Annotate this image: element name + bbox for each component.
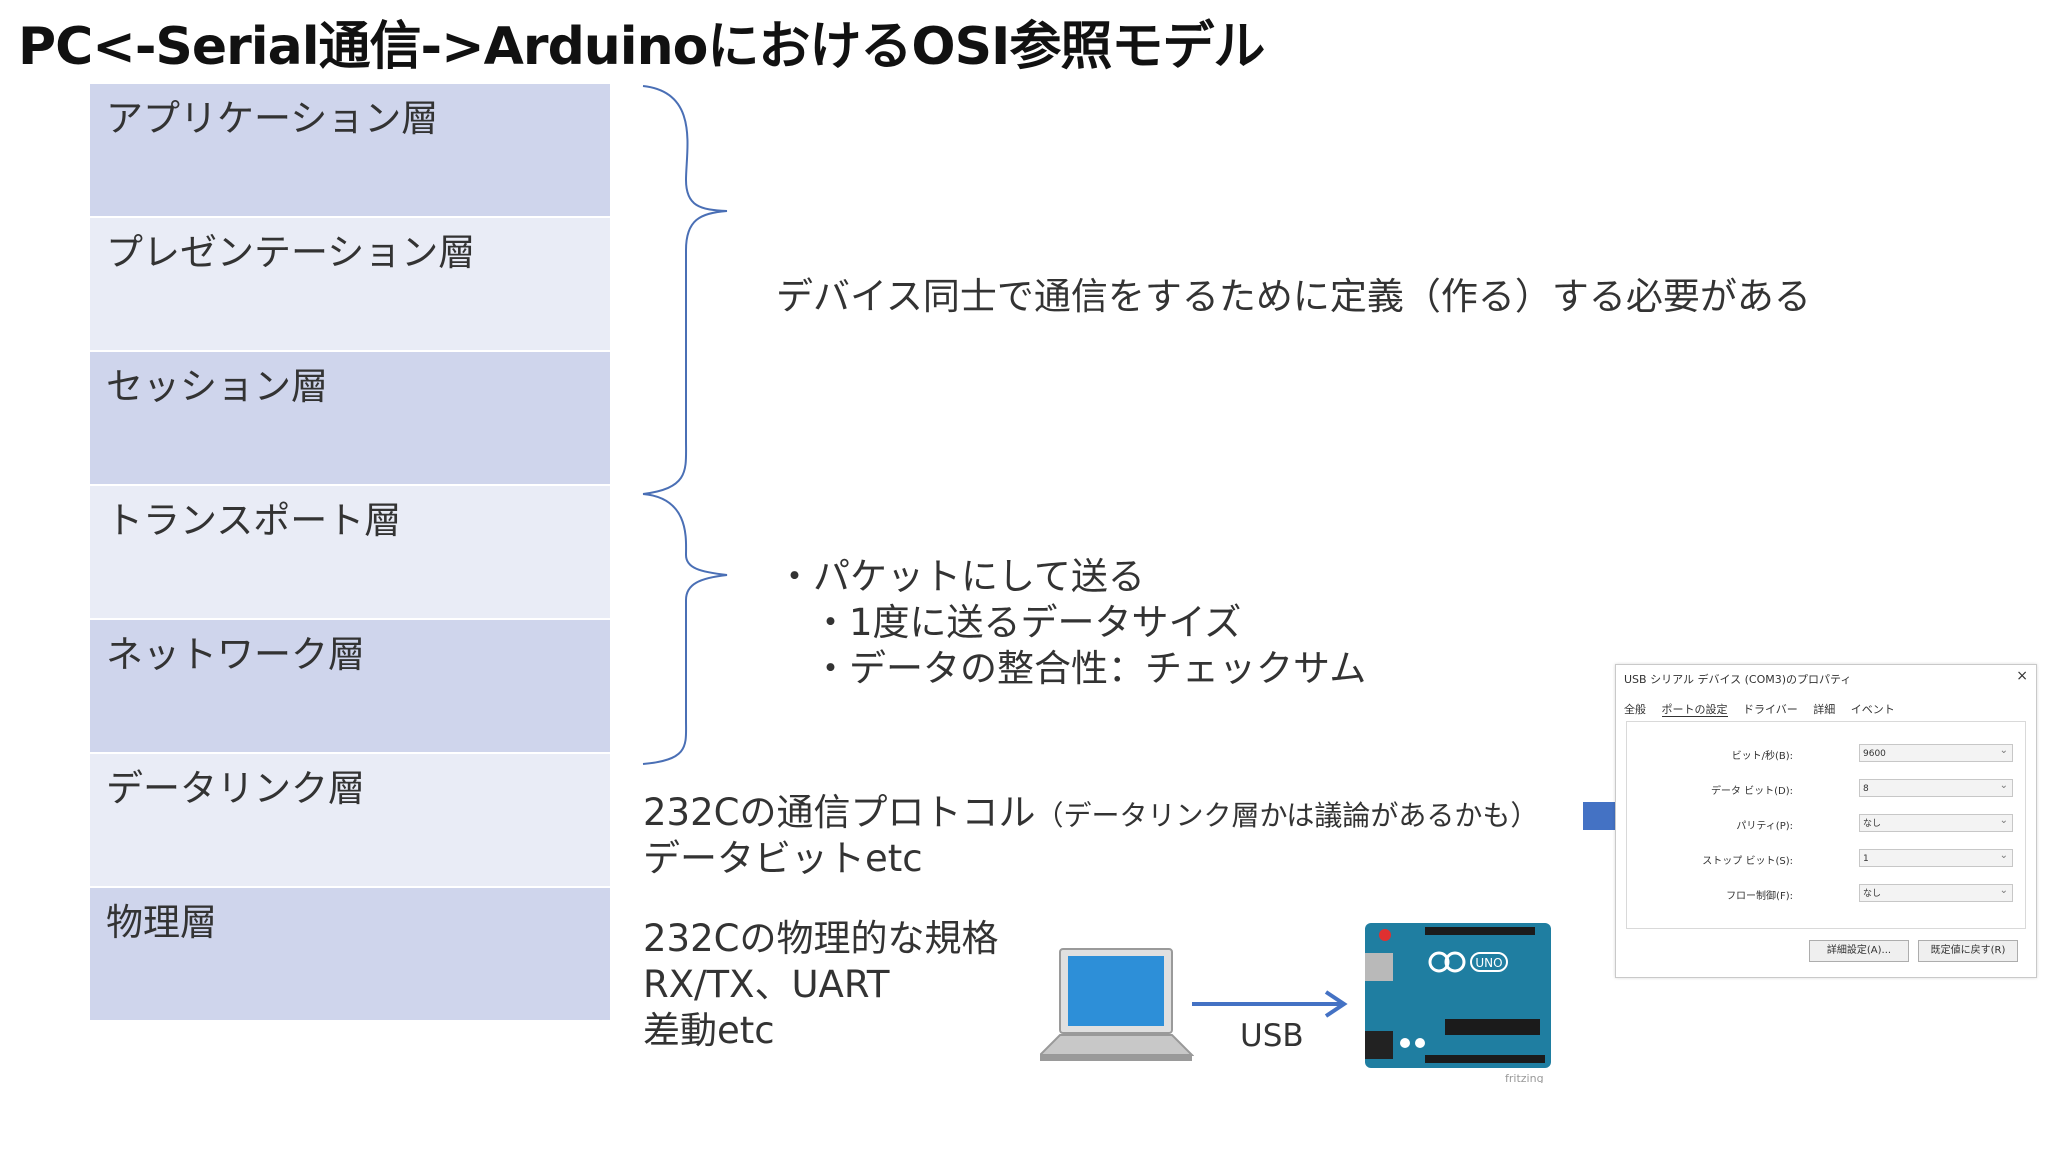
advanced-settings-button[interactable]: 詳細設定(A)... [1809,940,1909,962]
upper-brace [642,85,728,495]
data-bits-label: データ ビット(D): [1710,786,1793,797]
physical-note-line2: RX/TX、UART [643,963,890,1006]
flow-control-select[interactable]: なし [1859,882,2013,902]
transport-note-1: ・パケットにして送る [776,555,1145,598]
usb-arrow-icon [1192,990,1348,1018]
laptop-icon [1040,948,1194,1061]
osi-layer-stack: アプリケーション層 プレゼンテーション層 セッション層 トランスポート層 ネット… [90,84,610,1022]
close-icon[interactable]: × [2016,668,2028,684]
physical-note-line1: 232Cの物理的な規格 [643,917,999,960]
arduino-uno-badge: UNO [1475,956,1502,970]
datalink-protocol-text: 232Cの通信プロトコル [643,791,1036,834]
fritzing-label: fritzing [1505,1072,1544,1083]
stop-bits-label: ストップ ビット(S): [1702,856,1793,867]
dialog-title: USB シリアル デバイス (COM3)のプロパティ [1624,673,1852,686]
stop-bits-row: ストップ ビット(S): 1 [1627,847,2025,869]
page-title: PC<-Serial通信->ArduinoにおけるOSI参照モデル [18,17,1265,77]
baud-rate-select[interactable]: 9600 [1859,742,2013,762]
datalink-note-line2: データビットetc [643,837,923,880]
data-bits-select[interactable]: 8 [1859,777,2013,797]
datalink-debate-text: （データリンク層かは議論があるかも） [1035,799,1539,832]
restore-defaults-button[interactable]: 既定値に戻す(R) [1918,940,2018,962]
usb-label: USB [1240,1018,1304,1054]
serial-properties-dialog: USB シリアル デバイス (COM3)のプロパティ × 全般 ポートの設定 ド… [1615,664,2037,978]
upper-layers-note: デバイス同士で通信をするために定義（作る）する必要がある [776,275,1811,318]
parity-select[interactable]: なし [1859,812,2013,832]
arduino-board-icon: UNO fritzing [1365,923,1551,1083]
tab-port-settings[interactable]: ポートの設定 [1661,703,1728,717]
physical-note-line3: 差動etc [643,1009,775,1052]
transport-note-2: ・1度に送るデータサイズ [812,601,1242,644]
datalink-note-line1: 232Cの通信プロトコル（データリンク層かは議論があるかも） [643,790,1538,839]
tab-events[interactable]: イベント [1850,703,1895,716]
lower-brace [642,493,728,765]
layer-session: セッション層 [90,352,610,486]
transport-note-3: ・データの整合性：チェックサム [812,647,1367,690]
tab-general[interactable]: 全般 [1624,703,1646,716]
baud-rate-row: ビット/秒(B): 9600 [1627,742,2025,764]
layer-network: ネットワーク層 [90,620,610,754]
layer-datalink: データリンク層 [90,754,610,888]
tab-details[interactable]: 詳細 [1813,703,1836,716]
flow-control-label: フロー制御(F): [1726,891,1793,902]
baud-rate-label: ビット/秒(B): [1731,751,1793,762]
dialog-tabs: 全般 ポートの設定 ドライバー 詳細 イベント [1624,701,1907,717]
parity-row: パリティ(P): なし [1627,812,2025,834]
tab-driver[interactable]: ドライバー [1743,703,1798,716]
layer-physical: 物理層 [90,888,610,1022]
layer-presentation: プレゼンテーション層 [90,218,610,352]
layer-application: アプリケーション層 [90,84,610,218]
stop-bits-select[interactable]: 1 [1859,847,2013,867]
layer-transport: トランスポート層 [90,486,610,620]
flow-control-row: フロー制御(F): なし [1627,882,2025,904]
port-settings-panel: ビット/秒(B): 9600 データ ビット(D): 8 パリティ(P): なし… [1626,721,2026,929]
data-bits-row: データ ビット(D): 8 [1627,777,2025,799]
parity-label: パリティ(P): [1736,821,1793,832]
